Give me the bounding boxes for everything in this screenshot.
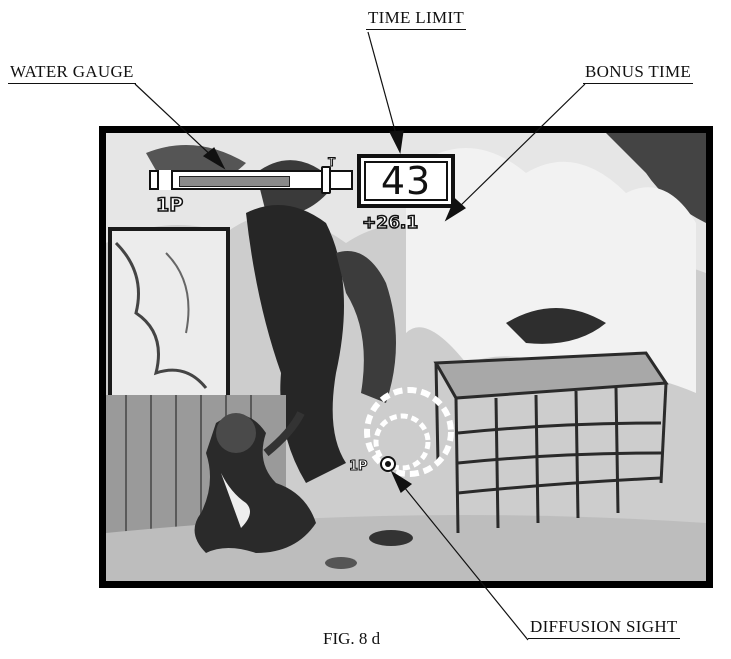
sight-player-label: 1P xyxy=(349,459,368,474)
time-limit-callout: TIME LIMIT xyxy=(366,8,466,30)
time-limit-counter: 43 xyxy=(357,154,455,208)
gauge-player-label: 1P xyxy=(156,194,183,216)
water-gauge-fill xyxy=(179,176,290,187)
figure-caption: FIG. 8 d xyxy=(323,629,380,649)
time-limit-value: 43 xyxy=(381,159,431,203)
water-gauge-callout: WATER GAUGE xyxy=(8,62,136,84)
tank-mark: T xyxy=(328,155,342,167)
water-gauge xyxy=(149,168,357,194)
diffusion-sight-callout: DIFFUSION SIGHT xyxy=(528,617,680,639)
crosshair-icon[interactable] xyxy=(360,385,470,495)
water-gauge-nozzle xyxy=(321,166,331,194)
bonus-time-callout: BONUS TIME xyxy=(583,62,693,84)
bonus-time-value: +26.1 xyxy=(362,213,418,233)
water-gauge-cap xyxy=(157,170,173,190)
